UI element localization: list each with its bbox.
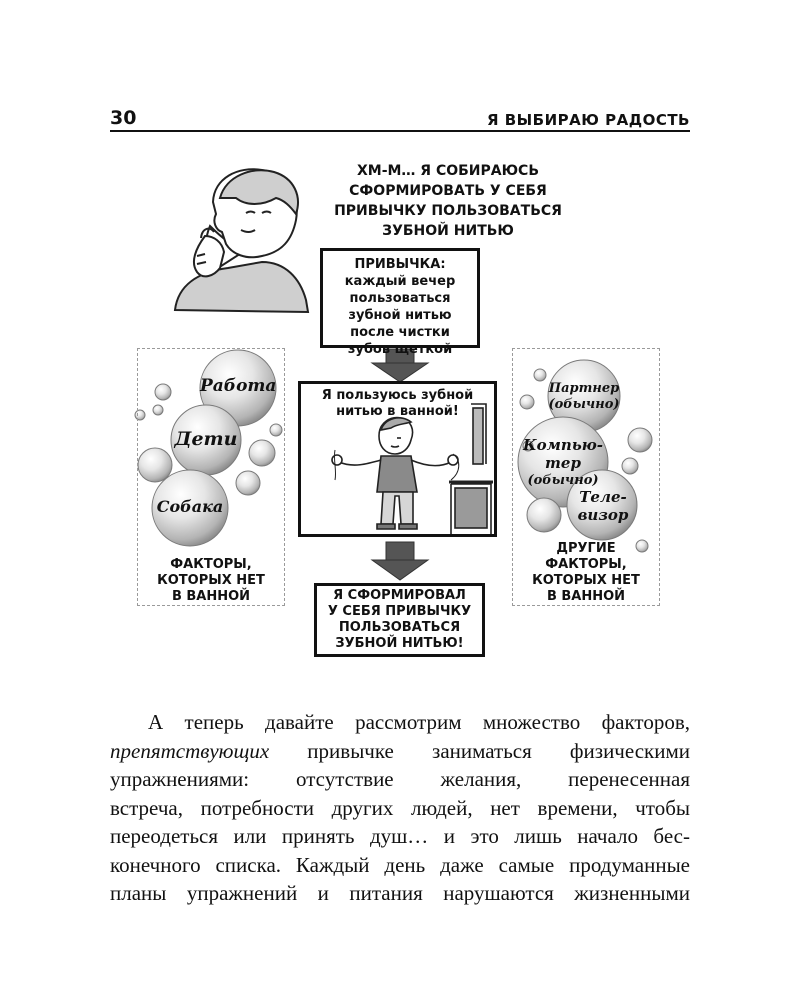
caption-line: ФАКТОРЫ, [545, 557, 627, 572]
body-line: упражнениями: отсутствие желания, перене… [110, 767, 690, 791]
thought-line: ПРИВЫЧКУ ПОЛЬЗОВАТЬСЯ [334, 203, 562, 219]
caption-line: КОТОРЫХ НЕТ [532, 573, 640, 588]
caption-line: В ВАННОЙ [546, 589, 626, 604]
left-panel-caption: ФАКТОРЫ, КОТОРЫХ НЕТ В ВАННОЙ [138, 557, 284, 605]
thinking-man-illustration [173, 168, 310, 314]
caption-line: ФАКТОРЫ, [170, 557, 252, 572]
bubble-label-tv: Теле- визор [570, 488, 636, 524]
caption-line: КОТОРЫХ НЕТ [157, 573, 265, 588]
bubble-label-line: визор [577, 506, 629, 524]
result-line: ПОЛЬЗОВАТЬСЯ [338, 620, 461, 635]
header-divider [110, 130, 690, 132]
right-factors-panel: ДРУГИЕ ФАКТОРЫ, КОТОРЫХ НЕТ В ВАННОЙ [512, 348, 660, 606]
bubble-label-line: (обычно) [527, 473, 599, 488]
body-line: А теперь давайте рассмотрим множество фа… [148, 710, 690, 734]
down-arrow-2 [370, 541, 430, 581]
body-line-rest: привычке заниматься физическими [269, 738, 690, 763]
bubble-label-work: Работа [200, 376, 277, 396]
scene-caption-line: Я пользуюсь зубной [321, 388, 474, 403]
habit-line: пользоваться [349, 291, 451, 306]
habit-line: зубной нитью [348, 308, 452, 323]
bubble-dog [151, 469, 229, 547]
bubble-label-line: (обычно) [548, 397, 620, 412]
bubble-label-dog: Собака [156, 497, 224, 516]
thought-text: ХМ-М… Я СОБИРАЮСЬ СФОРМИРОВАТЬ У СЕБЯ ПР… [318, 161, 578, 241]
bubble-label-kids: Дети [174, 428, 238, 450]
scene-caption: Я пользуюсь зубной нитью в ванной! [307, 388, 488, 420]
bubble-label-line: Компью- [523, 436, 603, 454]
bubble-label-line: Теле- [579, 488, 627, 506]
habit-line: ПРИВЫЧКА: [354, 257, 446, 272]
flossing-man-illustration [331, 403, 493, 534]
bubble-label-partner: Партнер (обычно) [548, 381, 620, 413]
left-factors-panel: ФАКТОРЫ, КОТОРЫХ НЕТ В ВАННОЙ [137, 348, 285, 606]
thought-line: СФОРМИРОВАТЬ У СЕБЯ [349, 183, 547, 199]
running-head: 30 Я ВЫБИРАЮ РАДОСТЬ [110, 105, 690, 129]
left-bubbles [134, 349, 283, 547]
body-line: планы упражнений и питания нарушаются жи… [110, 881, 690, 905]
caption-line: В ВАННОЙ [171, 589, 251, 604]
habit-line: каждый вечер [344, 274, 456, 289]
habit-box: ПРИВЫЧКА: каждый вечер пользоваться зубн… [320, 248, 480, 357]
right-panel-caption: ДРУГИЕ ФАКТОРЫ, КОТОРЫХ НЕТ В ВАННОЙ [513, 541, 659, 605]
caption-line: ДРУГИЕ [556, 541, 616, 556]
thought-line: ЗУБНОЙ НИТЬЮ [382, 223, 514, 239]
body-line: препятствующих привычке заниматься физич… [110, 737, 690, 766]
body-line: переодеться или принять душ… и это лишь … [110, 824, 690, 848]
result-line: Я СФОРМИРОВАЛ [333, 588, 466, 603]
down-arrow-1 [370, 348, 430, 383]
body-paragraph: А теперь давайте рассмотрим множество фа… [110, 708, 690, 908]
bubble-label-computer: Компью- тер (обычно) [518, 436, 608, 490]
bathroom-scene-box: Я пользуюсь зубной нитью в ванной! [298, 381, 497, 537]
bubble-tv [566, 469, 638, 541]
result-line: У СЕБЯ ПРИВЫЧКУ [327, 604, 472, 619]
bubble-label-line: тер [545, 454, 581, 472]
body-line: конечного списка. Каждый день даже самые… [110, 852, 690, 877]
book-title: Я ВЫБИРАЮ РАДОСТЬ [486, 111, 690, 129]
result-line: ЗУБНОЙ НИТЬЮ! [335, 636, 464, 651]
habit-line: после чистки [350, 325, 450, 340]
body-line: встреча, потребности других людей, нет в… [110, 795, 690, 820]
right-bubbles [517, 359, 653, 553]
body-emphasis: препятствующих [110, 738, 270, 763]
result-box: Я СФОРМИРОВАЛ У СЕБЯ ПРИВЫЧКУ ПОЛЬЗОВАТЬ… [314, 583, 485, 657]
thought-line: ХМ-М… Я СОБИРАЮСЬ [356, 163, 540, 179]
page-number: 30 [110, 107, 137, 129]
habit-line: зубов щеткой [347, 342, 453, 357]
bubble-label-line: Партнер [548, 381, 620, 396]
scene-caption-line: нитью в ванной! [336, 404, 459, 419]
